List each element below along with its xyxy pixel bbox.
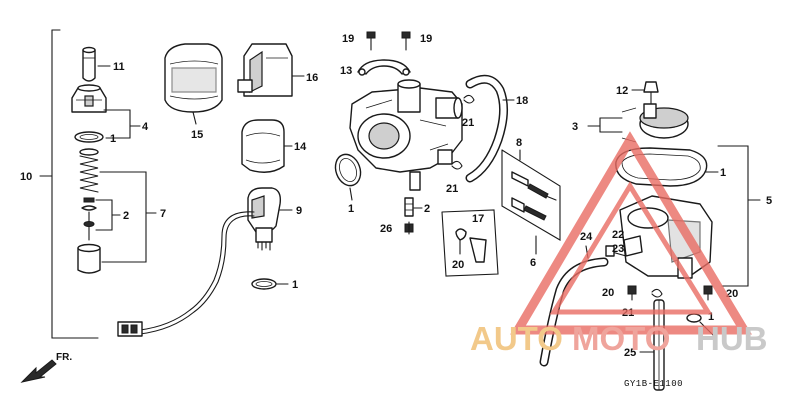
callout-17: 17 <box>472 213 484 225</box>
callout-7: 7 <box>160 208 166 220</box>
overflow-tube-25 <box>653 299 665 391</box>
starter-cap-16 <box>237 43 293 97</box>
callout-21b: 21 <box>446 183 458 195</box>
callout-21a: 21 <box>462 117 474 129</box>
watermark-auto: AUTO <box>470 320 563 357</box>
float <box>639 103 689 139</box>
callout-1e: 1 <box>708 311 714 323</box>
callout-1b: 1 <box>292 279 298 291</box>
watermark-moto: MOTO <box>572 320 670 357</box>
callout-2b: 2 <box>424 203 430 215</box>
callout-9: 9 <box>296 205 302 217</box>
cover-14 <box>241 119 285 173</box>
rubber-cover-15 <box>164 43 223 113</box>
callout-25: 25 <box>624 347 636 359</box>
callout-1c: 1 <box>348 203 354 215</box>
callout-19b: 19 <box>420 33 432 45</box>
callout-12: 12 <box>616 85 628 97</box>
callout-10: 10 <box>20 171 32 183</box>
throttle-valve <box>77 243 101 274</box>
callout-20a: 20 <box>452 259 464 271</box>
screw-19-right <box>401 31 411 51</box>
callout-20b: 20 <box>602 287 614 299</box>
auto-choke-9 <box>247 187 282 251</box>
o-ring-1a <box>74 131 104 143</box>
watermark-logo <box>510 131 752 335</box>
carburetor-body <box>349 79 463 191</box>
front-arrow-icon <box>20 359 57 383</box>
jet-box-17 <box>441 209 499 277</box>
spring <box>79 148 99 193</box>
top-cap-4 <box>71 84 107 113</box>
drain-valve-22-23 <box>605 245 627 257</box>
hose-clip-21a <box>463 94 475 104</box>
callout-13: 13 <box>340 65 352 77</box>
callout-15: 15 <box>191 129 203 141</box>
callout-1d: 1 <box>720 167 726 179</box>
jet-set-box-6 <box>501 149 561 241</box>
callout-26: 26 <box>380 223 392 235</box>
drain-screw-26 <box>404 221 414 235</box>
needle-jet-holder-11 <box>82 46 96 82</box>
screw-20-left <box>627 285 637 301</box>
screw-19-left <box>366 31 376 51</box>
clamp-plate-13 <box>357 59 411 76</box>
callout-4: 4 <box>142 121 149 133</box>
hose-clip-21b <box>451 160 463 170</box>
callout-8: 8 <box>516 137 522 149</box>
callout-22: 22 <box>612 229 624 241</box>
float-gasket-1d <box>615 147 708 187</box>
o-ring-1b <box>251 278 277 290</box>
callout-19a: 19 <box>342 33 354 45</box>
assembly-bracket-10 <box>39 29 99 339</box>
callout-18: 18 <box>516 95 528 107</box>
choke-wire <box>117 211 255 337</box>
front-label: FR. <box>56 352 72 363</box>
callout-1a: 1 <box>110 133 116 145</box>
callout-6: 6 <box>530 257 536 269</box>
watermark-hub: HUB <box>696 320 768 357</box>
callout-16: 16 <box>306 72 318 84</box>
callout-5: 5 <box>766 195 772 207</box>
callout-24: 24 <box>580 231 593 243</box>
pilot-screw-2 <box>404 197 414 217</box>
callout-14: 14 <box>294 141 307 153</box>
callout-3: 3 <box>572 121 578 133</box>
hose-clip-21c <box>651 288 663 298</box>
callout-2a: 2 <box>123 210 129 222</box>
clip-and-needle-2 <box>81 197 97 241</box>
callout-11: 11 <box>113 61 125 73</box>
hose-18 <box>465 74 508 183</box>
drain-hose-24 <box>539 257 609 367</box>
diagram-code: GY1B-E1100 <box>624 379 683 389</box>
callout-23: 23 <box>612 243 624 255</box>
float-valve-12 <box>643 81 659 105</box>
o-ring-1c <box>334 153 362 187</box>
screw-20-right <box>703 285 713 301</box>
